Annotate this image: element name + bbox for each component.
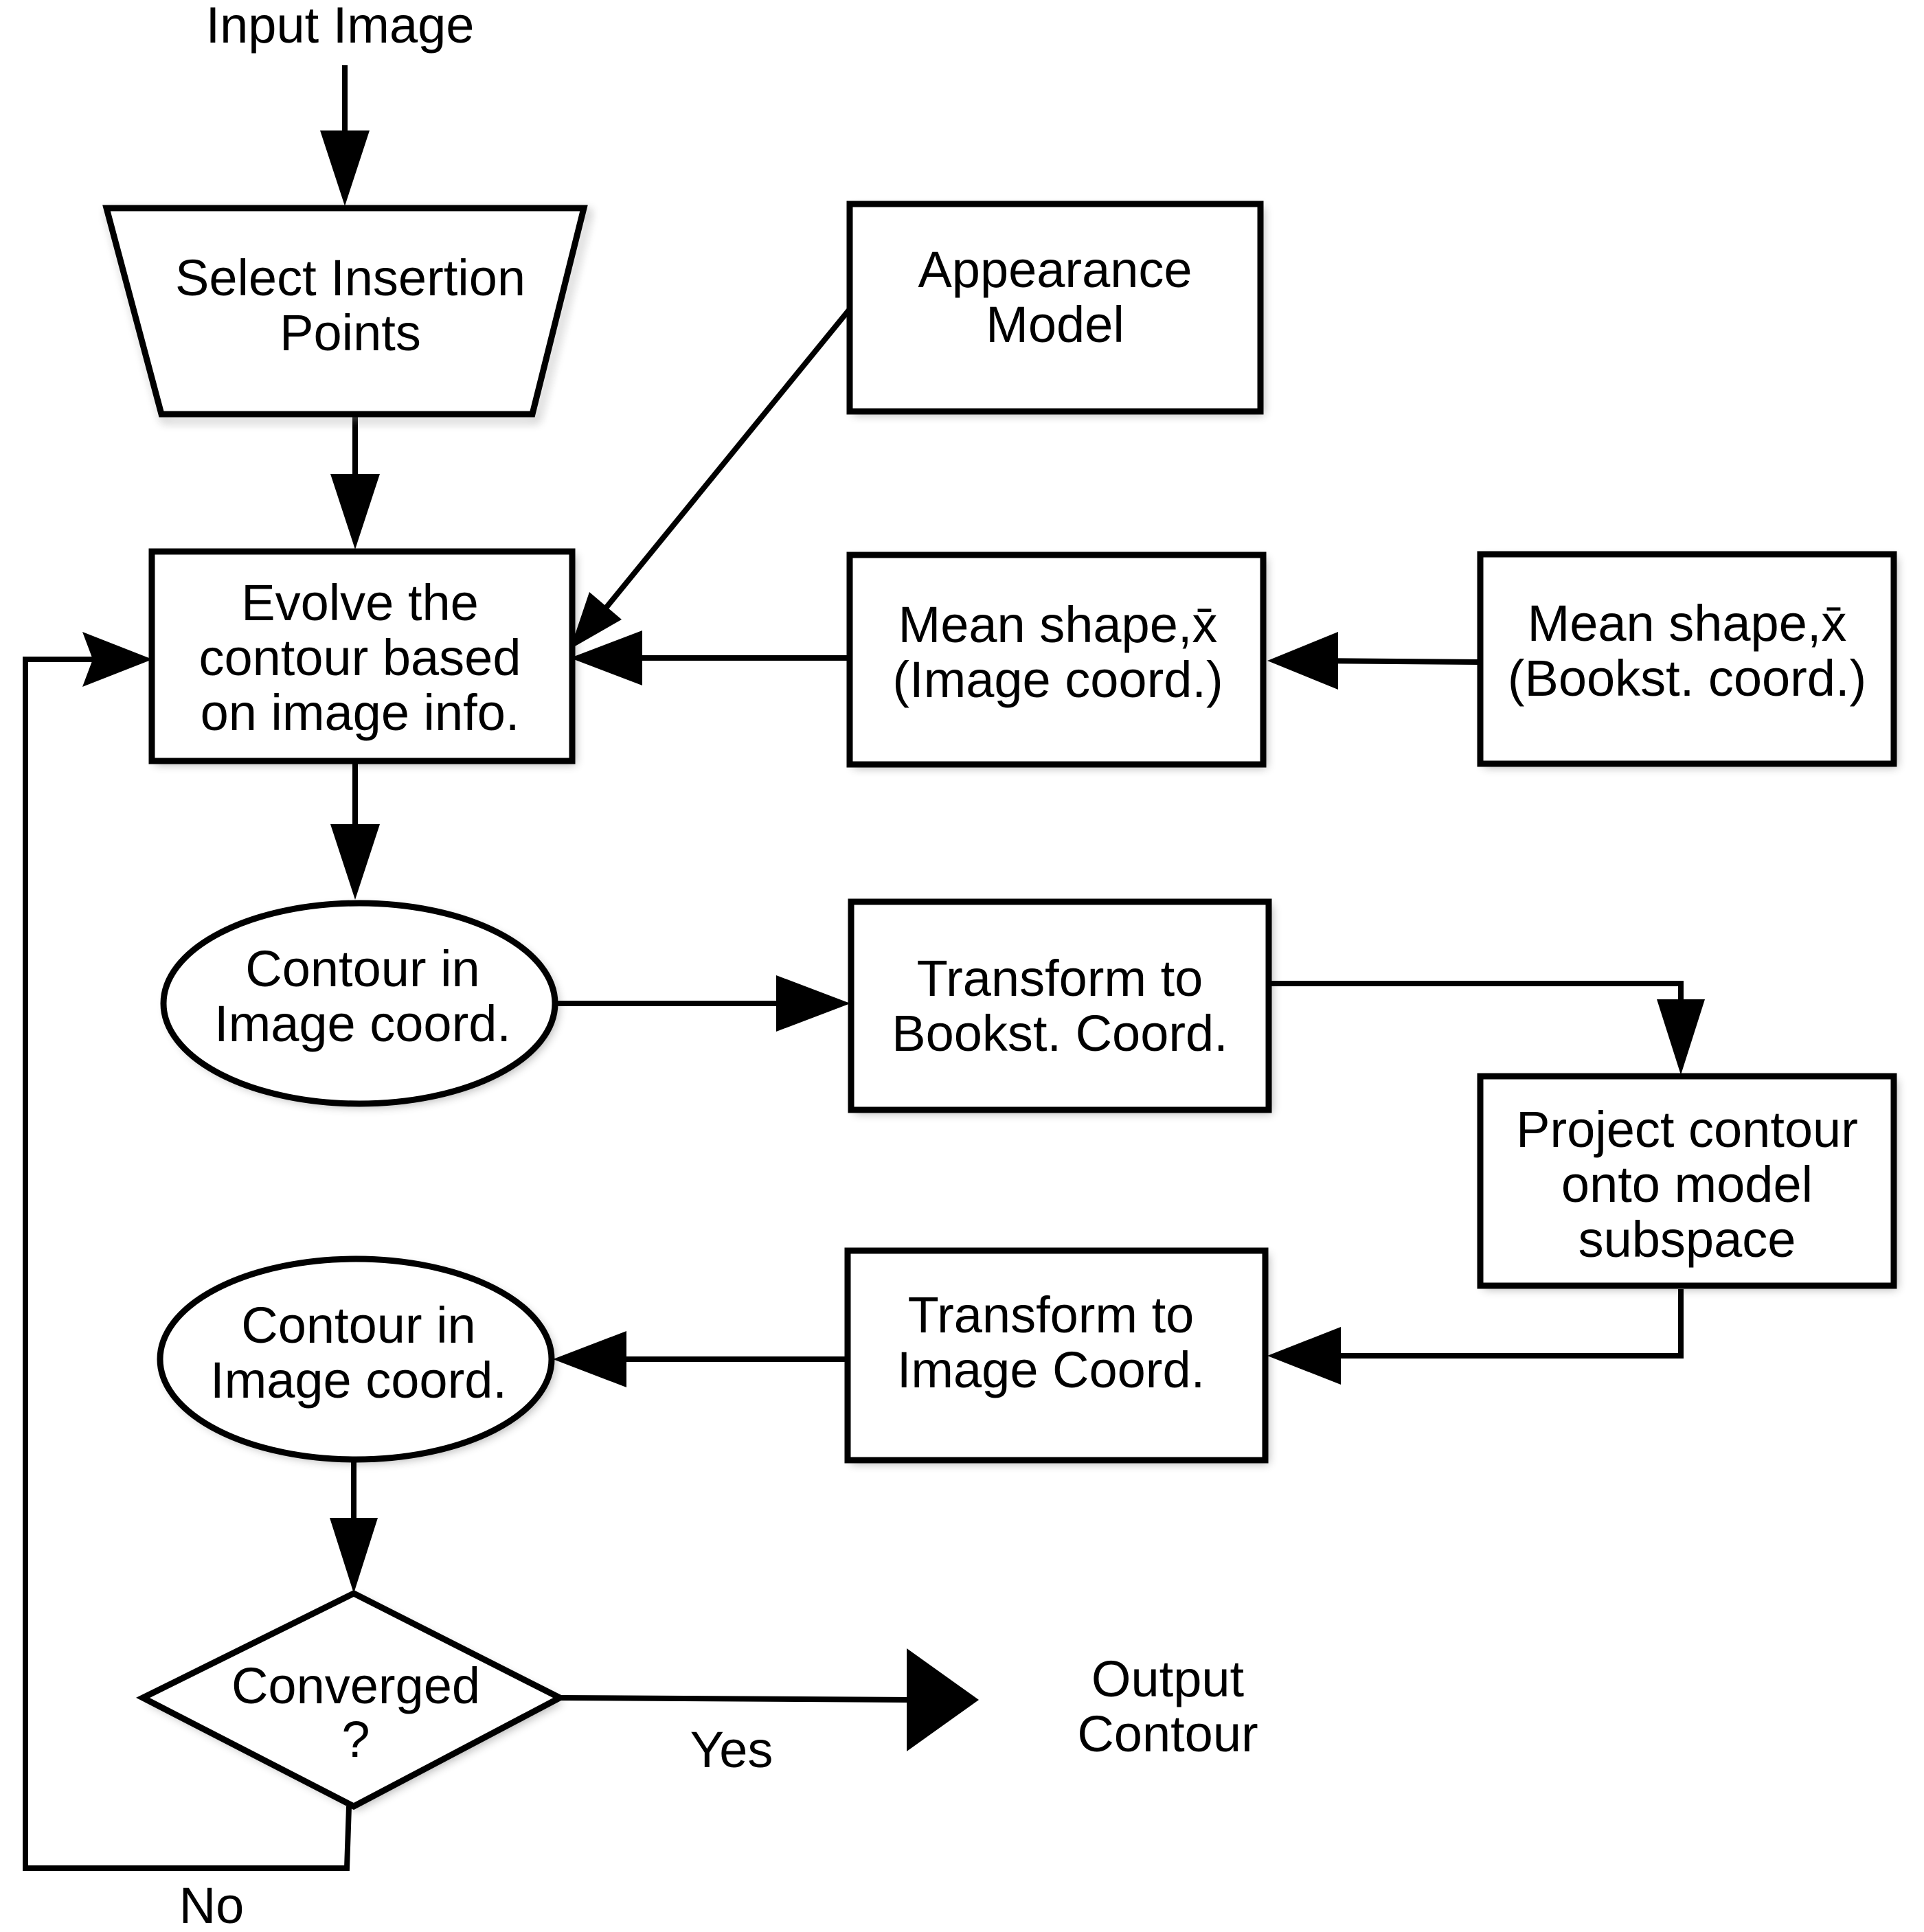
node-evolve-contour: Evolve the contour based on image info.: [148, 548, 576, 764]
edge-meanimage-to-evolve: [570, 630, 850, 685]
node-transform-to-image: Transform to Image Coord.: [844, 1247, 1269, 1464]
edge-evolve-to-contour1: [330, 762, 380, 900]
edge-label-no: No: [179, 1877, 245, 1932]
converged-label-line2: ?: [341, 1711, 370, 1768]
output-contour-label-line1: Output: [1091, 1650, 1245, 1707]
contour2-label-line1: Contour in: [241, 1297, 475, 1354]
connectors: [23, 65, 1705, 1871]
node-transform-to-bookst: Transform to Bookst. Coord.: [848, 898, 1272, 1113]
mean-shape-bookst-label-line1: Mean shape,x̄: [1528, 595, 1847, 652]
evolve-contour-label-line2: contour based: [199, 629, 521, 686]
project-contour-label-line2: onto model: [1561, 1156, 1813, 1213]
transform-image-label-line1: Transform to: [908, 1286, 1195, 1343]
edge-contour1-to-transformbookst: [555, 975, 850, 1032]
node-contour-image-coord-2: Contour in Image coord.: [157, 1255, 555, 1463]
edge-select-to-evolve: [330, 412, 380, 549]
evolve-contour-label-line3: on image info.: [201, 684, 520, 741]
contour2-label-line2: Image coord.: [210, 1352, 507, 1409]
select-insertion-label-line2: Points: [280, 304, 421, 361]
edge-contour2-to-converged: [330, 1457, 378, 1593]
node-contour-image-coord-1: Contour in Image coord.: [160, 900, 558, 1107]
node-select-insertion-points: Select Insertion Points: [102, 205, 591, 422]
mean-shape-bookst-label-line2: (Bookst. coord.): [1508, 650, 1866, 707]
contour1-label-line1: Contour in: [245, 940, 479, 997]
node-input-image: Input Image: [206, 0, 475, 54]
node-project-contour: Project contour onto model subspace: [1477, 1073, 1897, 1289]
transform-bookst-label-line2: Bookst. Coord.: [892, 1005, 1227, 1062]
node-appearance-model: Appearance Model: [846, 201, 1264, 415]
edge-meanbookst-to-meanimage: [1267, 632, 1481, 690]
transform-bookst-label-line1: Transform to: [917, 950, 1203, 1007]
input-image-label: Input Image: [206, 0, 475, 54]
appearance-model-label-line2: Model: [986, 296, 1124, 353]
mean-shape-image-label-line2: (Image coord.): [892, 651, 1223, 708]
node-output-contour: Output Contour: [1077, 1650, 1258, 1762]
node-converged-decision: Converged ?: [136, 1589, 567, 1810]
edge-label-yes: Yes: [690, 1721, 773, 1778]
edge-converged-to-output: [559, 1648, 979, 1751]
select-insertion-label-line1: Select Insertion: [175, 249, 525, 306]
edge-appearance-to-evolve: [570, 307, 852, 649]
transform-image-label-line2: Image Coord.: [897, 1341, 1205, 1398]
mean-shape-image-label-line1: Mean shape,x̄: [898, 596, 1218, 653]
project-contour-label-line3: subspace: [1578, 1211, 1796, 1268]
edge-converged-to-evolve-loop: [23, 632, 352, 1871]
appearance-model-label-line1: Appearance: [918, 241, 1192, 298]
edge-project-to-transformimage: [1267, 1289, 1684, 1385]
edge-transformimage-to-contour2: [553, 1331, 846, 1387]
edge-transformbookst-to-project: [1269, 981, 1705, 1075]
contour1-label-line2: Image coord.: [214, 995, 511, 1052]
converged-label-line1: Converged: [231, 1657, 480, 1714]
edge-input-to-select: [320, 65, 370, 206]
node-mean-shape-bookst-coord: Mean shape,x̄ (Bookst. coord.): [1477, 551, 1897, 767]
output-contour-label-line2: Contour: [1077, 1705, 1258, 1762]
node-mean-shape-image-coord: Mean shape,x̄ (Image coord.): [846, 552, 1267, 768]
evolve-contour-label-line1: Evolve the: [241, 574, 479, 631]
project-contour-label-line1: Project contour: [1516, 1101, 1858, 1158]
